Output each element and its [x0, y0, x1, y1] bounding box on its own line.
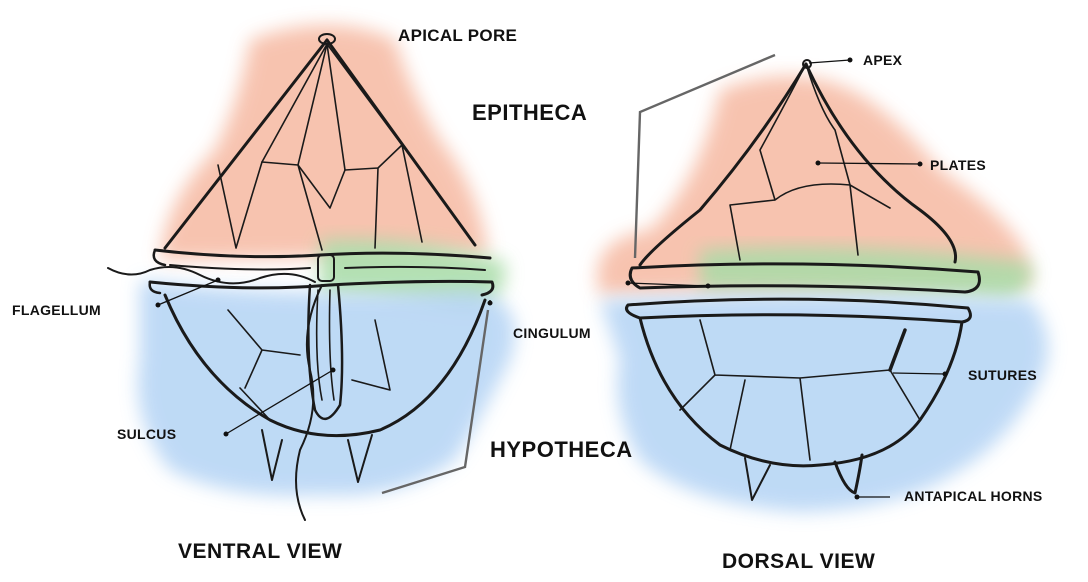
cingulum-label: CINGULUM: [513, 325, 591, 341]
dorsal-view-title: DORSAL VIEW: [722, 550, 875, 574]
hypotheca-label: HYPOTHECA: [490, 437, 633, 463]
ventral-epitheca-wash: [160, 25, 488, 260]
ventral-view-cell: [108, 25, 515, 520]
ventral-hypotheca-wash: [138, 280, 515, 496]
flagellum-label: FLAGELLUM: [12, 302, 101, 318]
plates-label: PLATES: [930, 157, 986, 173]
apex-label: APEX: [863, 52, 902, 68]
dorsal-hypotheca-wash: [600, 295, 1048, 512]
antapical-horns-label: ANTAPICAL HORNS: [904, 488, 1043, 504]
sulcus-label: SULCUS: [117, 426, 176, 442]
ventral-view-title: VENTRAL VIEW: [178, 540, 342, 564]
epitheca-label: EPITHECA: [472, 100, 587, 126]
sutures-label: SUTURES: [968, 367, 1037, 383]
apical-pore-label: APICAL PORE: [398, 26, 517, 46]
dorsal-view-cell: [597, 60, 1048, 512]
